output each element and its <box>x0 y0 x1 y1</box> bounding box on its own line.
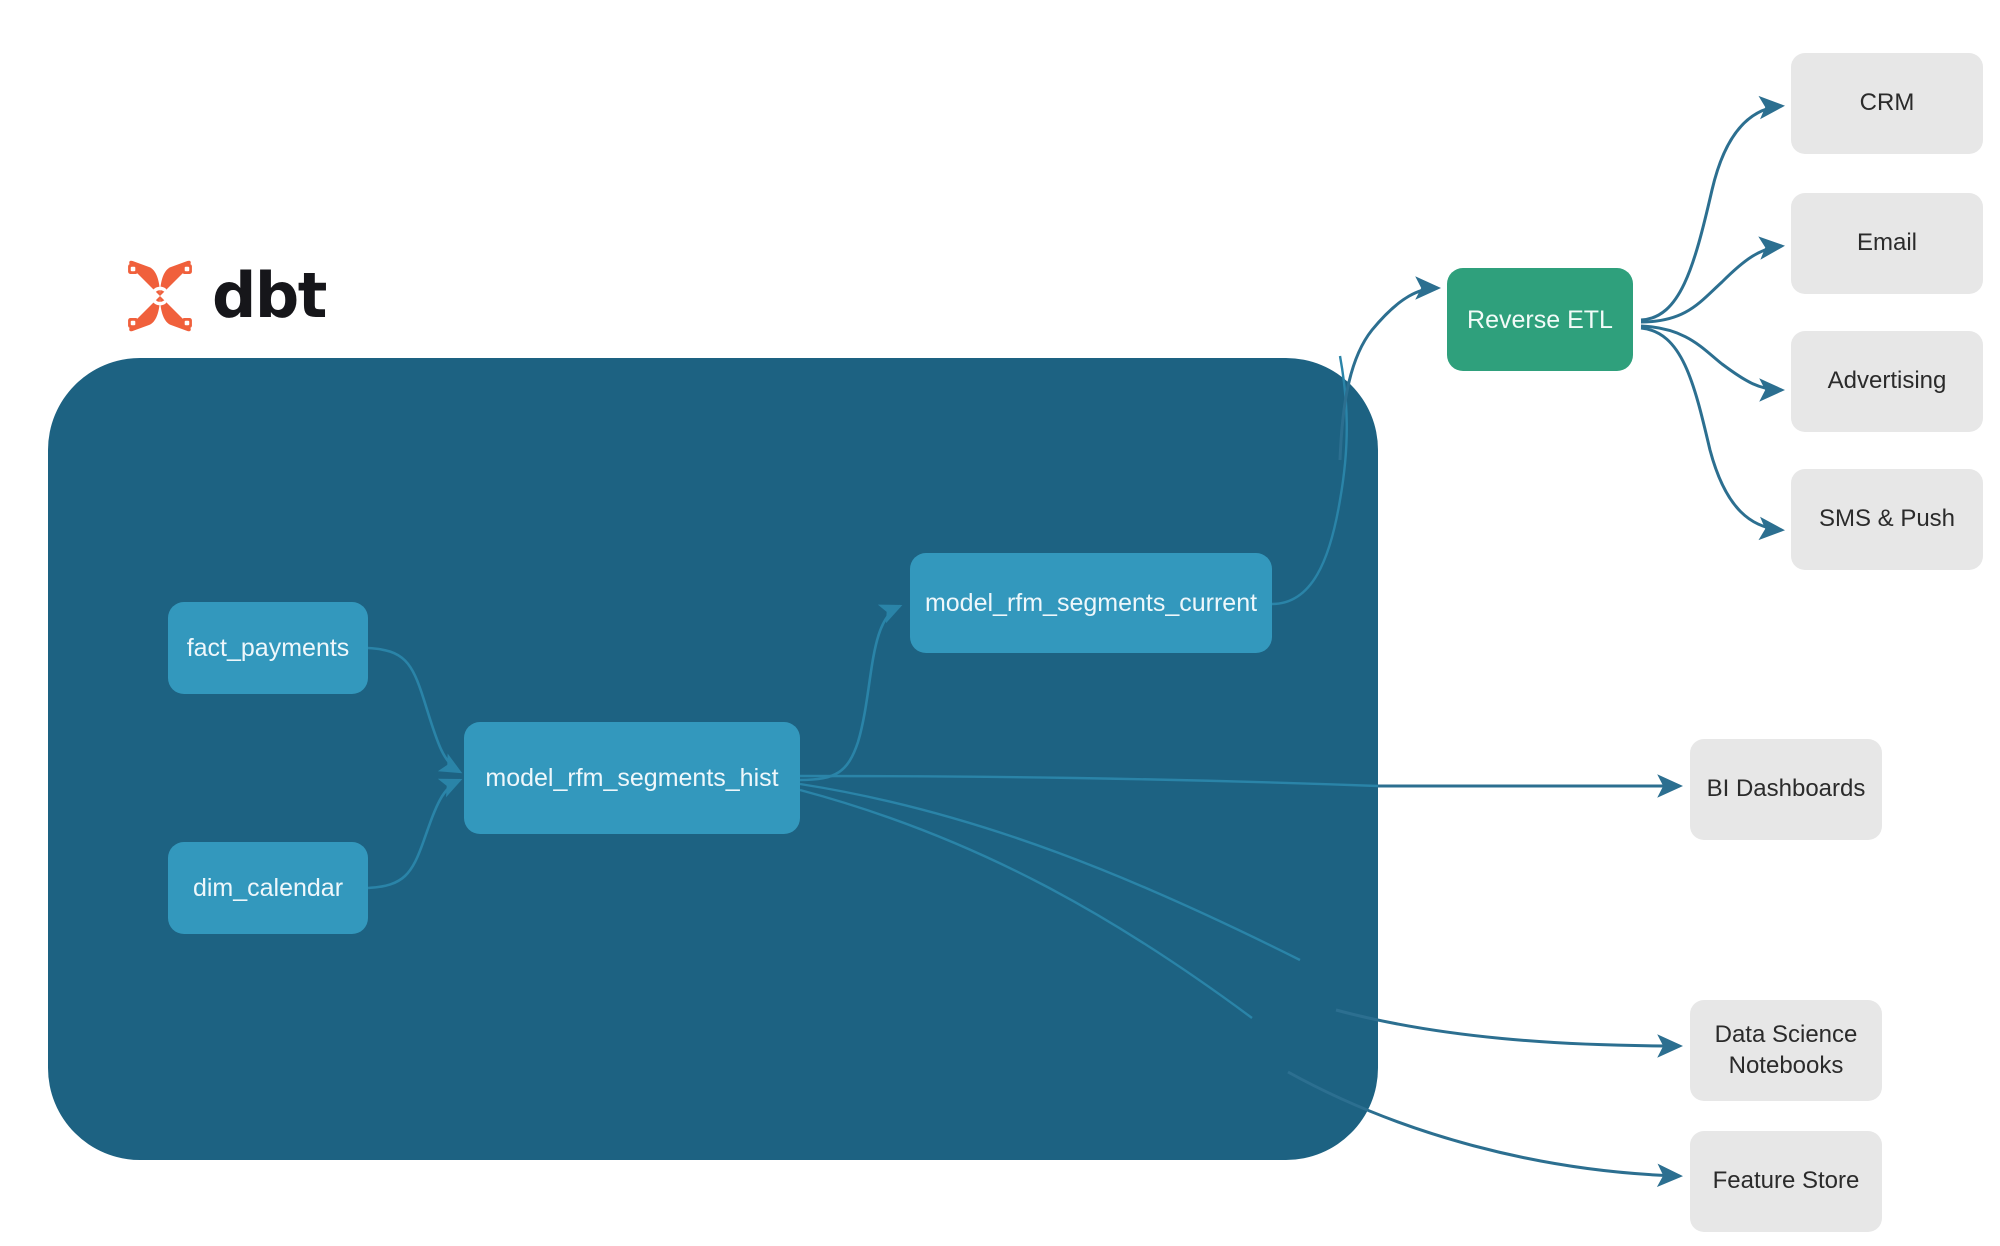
node-model-rfm-segments-current[interactable]: model_rfm_segments_current <box>910 553 1272 653</box>
node-advertising[interactable]: Advertising <box>1791 331 1983 432</box>
node-label: model_rfm_segments_current <box>924 589 1258 617</box>
edge-to-data-science-notebooks <box>1335 1008 1684 1058</box>
edge-reverse-etl-to-crm <box>1640 95 1785 322</box>
node-email[interactable]: Email <box>1791 193 1983 294</box>
edge-reverse-etl-to-email <box>1640 236 1785 324</box>
node-crm[interactable]: CRM <box>1791 53 1983 154</box>
node-label: CRM <box>1859 89 1915 117</box>
node-feature-store[interactable]: Feature Store <box>1690 1131 1882 1232</box>
dbt-wordmark: dbt <box>212 259 327 332</box>
dbt-mark-icon <box>128 260 192 332</box>
node-dim-calendar[interactable]: dim_calendar <box>168 842 368 934</box>
node-model-rfm-segments-hist[interactable]: model_rfm_segments_hist <box>464 722 800 834</box>
node-label: Feature Store <box>1712 1167 1860 1195</box>
node-label: model_rfm_segments_hist <box>485 764 779 792</box>
node-label: fact_payments <box>186 634 350 662</box>
node-label: Reverse ETL <box>1467 305 1613 334</box>
node-label: BI Dashboards <box>1706 775 1866 803</box>
node-sms-push[interactable]: SMS & Push <box>1791 469 1983 570</box>
node-label: Email <box>1856 229 1917 257</box>
node-label: SMS & Push <box>1818 505 1956 533</box>
node-bi-dashboards[interactable]: BI Dashboards <box>1690 739 1882 840</box>
node-reverse-etl[interactable]: Reverse ETL <box>1447 268 1633 371</box>
dbt-logo: dbt <box>122 258 327 334</box>
edge-reverse-etl-to-sms-push <box>1640 326 1785 541</box>
node-fact-payments[interactable]: fact_payments <box>168 602 368 694</box>
node-label: dim_calendar <box>192 874 344 902</box>
node-label: Advertising <box>1827 367 1947 395</box>
edge-reverse-etl-to-advertising <box>1640 324 1786 402</box>
